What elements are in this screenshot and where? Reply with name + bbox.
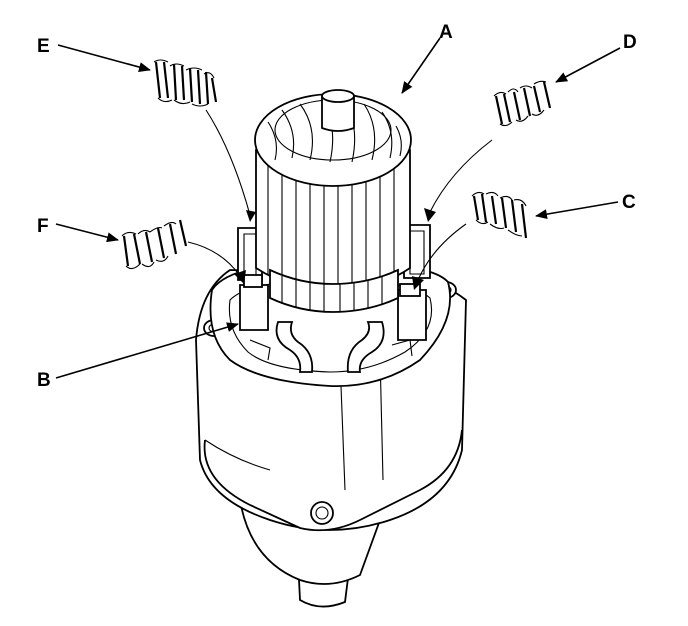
callout-label-c: C [622,192,636,213]
brush-spring-e [153,59,218,107]
armature [254,89,412,313]
motor-housing [195,261,467,608]
leader-f-arrow [234,270,246,284]
leader-e [57,44,151,72]
leader-c-to-holder [417,223,467,281]
callout-label-e: E [37,36,50,57]
leader-f-to-holder [187,241,241,277]
leader-lines [55,37,621,379]
leader-b [55,322,239,379]
callout-label-b: B [37,370,51,391]
leader-a [401,37,441,94]
leader-d-to-holder [429,139,493,213]
callout-label-f: F [37,216,49,237]
leader-d-arrow [424,208,436,222]
leader-f [55,223,119,243]
leader-e-arrow [246,210,256,222]
brush-spring-d [493,80,552,127]
leader-d [555,47,621,83]
callout-label-d: D [623,32,637,53]
brush-spring-f [121,219,188,270]
leader-e-to-holder [205,109,251,216]
leader-c [535,201,619,220]
brush-spring-c [471,191,528,239]
callout-label-a: A [439,22,453,43]
leader-c-arrow [412,276,424,290]
